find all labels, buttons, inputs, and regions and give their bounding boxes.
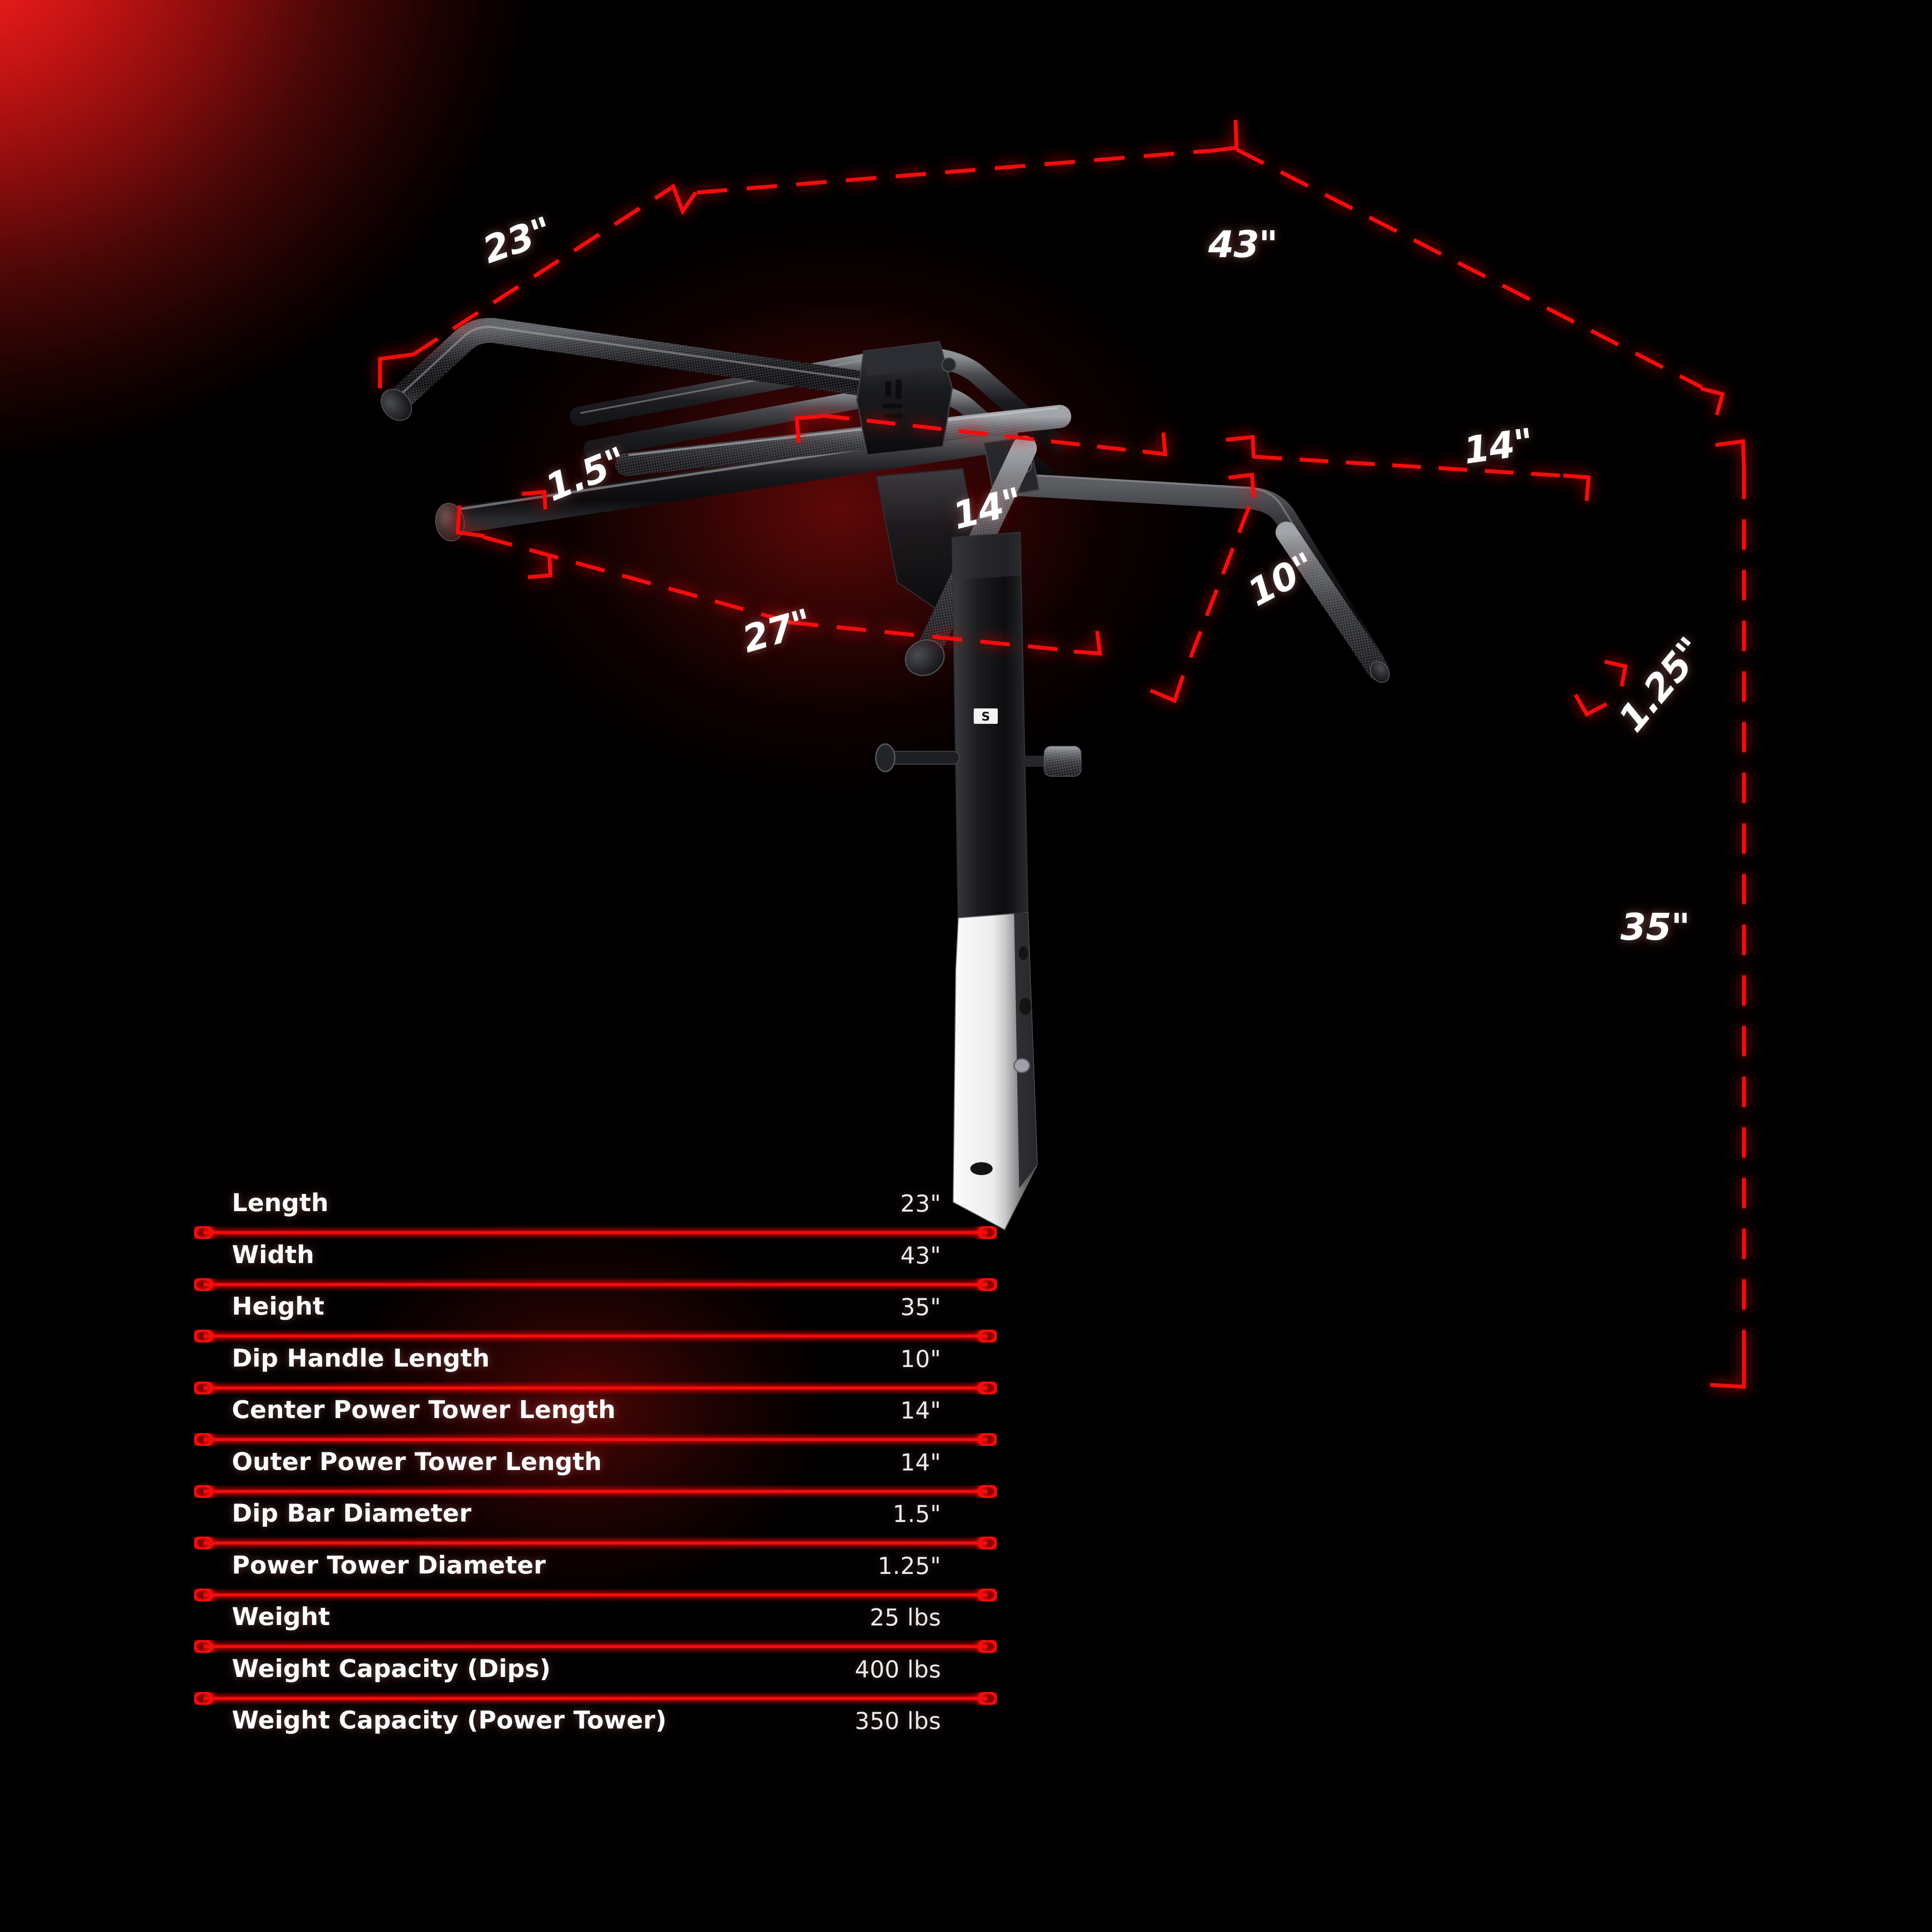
dip-bar-diameter-bracket xyxy=(522,490,553,579)
spec-row-label: Width xyxy=(232,1240,315,1269)
spec-row: Weight Capacity (Dips) 400 lbs xyxy=(193,1651,998,1706)
left-dip-handle xyxy=(380,318,888,421)
spec-row: Width 43" xyxy=(193,1237,998,1292)
spec-row-label: Height xyxy=(232,1292,325,1321)
width-dimension-line xyxy=(697,120,1725,416)
hitch-pin xyxy=(875,743,960,772)
vertical-main-post: S xyxy=(951,532,1029,919)
mounting-bracket xyxy=(856,341,981,615)
product-render: S xyxy=(380,318,1390,1230)
spec-row-label: Dip Bar Diameter xyxy=(232,1499,471,1528)
adjustment-knob xyxy=(1022,746,1081,777)
spec-row-value: 350 lbs xyxy=(854,1707,941,1735)
specification-table: Length 23" Width 43" Height 35" Dip Handle Len… xyxy=(193,1185,998,1754)
spec-row-value: 35" xyxy=(900,1294,941,1321)
spec-row: Dip Handle Length 10" xyxy=(193,1340,998,1395)
outer-tower-dimension-line xyxy=(1226,435,1591,501)
spec-row: Outer Power Tower Length 14" xyxy=(193,1444,998,1499)
dip-handle-dimension-line xyxy=(1150,472,1256,704)
spec-row-value: 23" xyxy=(900,1190,941,1217)
spec-row-label: Dip Handle Length xyxy=(232,1344,490,1373)
length-dimension-line xyxy=(378,184,698,389)
spec-row-value: 25 lbs xyxy=(869,1604,941,1631)
spec-row-value: 10" xyxy=(900,1345,941,1373)
center-power-tower-bar xyxy=(615,405,1071,476)
right-outer-power-tower-arm xyxy=(998,473,1390,683)
spec-row-value: 14" xyxy=(900,1397,941,1424)
height-callout-label: 35" xyxy=(1620,906,1690,949)
depth-dimension-line xyxy=(456,505,1103,656)
spec-row: Power Tower Diameter 1.25" xyxy=(193,1547,998,1602)
height-dimension-line xyxy=(1710,439,1746,1389)
center-tower-dimension-line xyxy=(795,413,1167,457)
width-callout-label: 43" xyxy=(1208,223,1278,266)
spec-row-label: Weight Capacity (Power Tower) xyxy=(232,1706,667,1735)
spec-row-label: Length xyxy=(232,1189,329,1217)
spec-row-label: Center Power Tower Length xyxy=(232,1396,616,1424)
spec-row-label: Weight Capacity (Dips) xyxy=(232,1654,551,1683)
spec-row: Weight Capacity (Power Tower) 350 lbs xyxy=(194,1702,997,1754)
spec-row-value: 400 lbs xyxy=(854,1656,941,1683)
spec-row-value: 14" xyxy=(900,1449,941,1476)
spec-row-label: Outer Power Tower Length xyxy=(232,1447,602,1476)
spec-row: Dip Bar Diameter 1.5" xyxy=(193,1495,998,1551)
spec-row: Height 35" xyxy=(193,1288,998,1344)
spec-row: Weight 25 lbs xyxy=(193,1599,998,1654)
power-tower-diameter-bracket xyxy=(1574,659,1628,717)
spec-row-label: Power Tower Diameter xyxy=(232,1551,546,1580)
spec-row-value: 43" xyxy=(900,1242,941,1269)
svg-text:S: S xyxy=(981,709,990,723)
hitch-shank xyxy=(952,912,1038,1230)
spec-row: Center Power Tower Length 14" xyxy=(193,1392,998,1447)
spec-row-value: 1.5" xyxy=(893,1501,941,1528)
spec-row-label: Weight xyxy=(232,1603,330,1631)
spec-row-value: 1.25" xyxy=(878,1552,941,1580)
spec-row: Length 23" xyxy=(193,1185,998,1240)
